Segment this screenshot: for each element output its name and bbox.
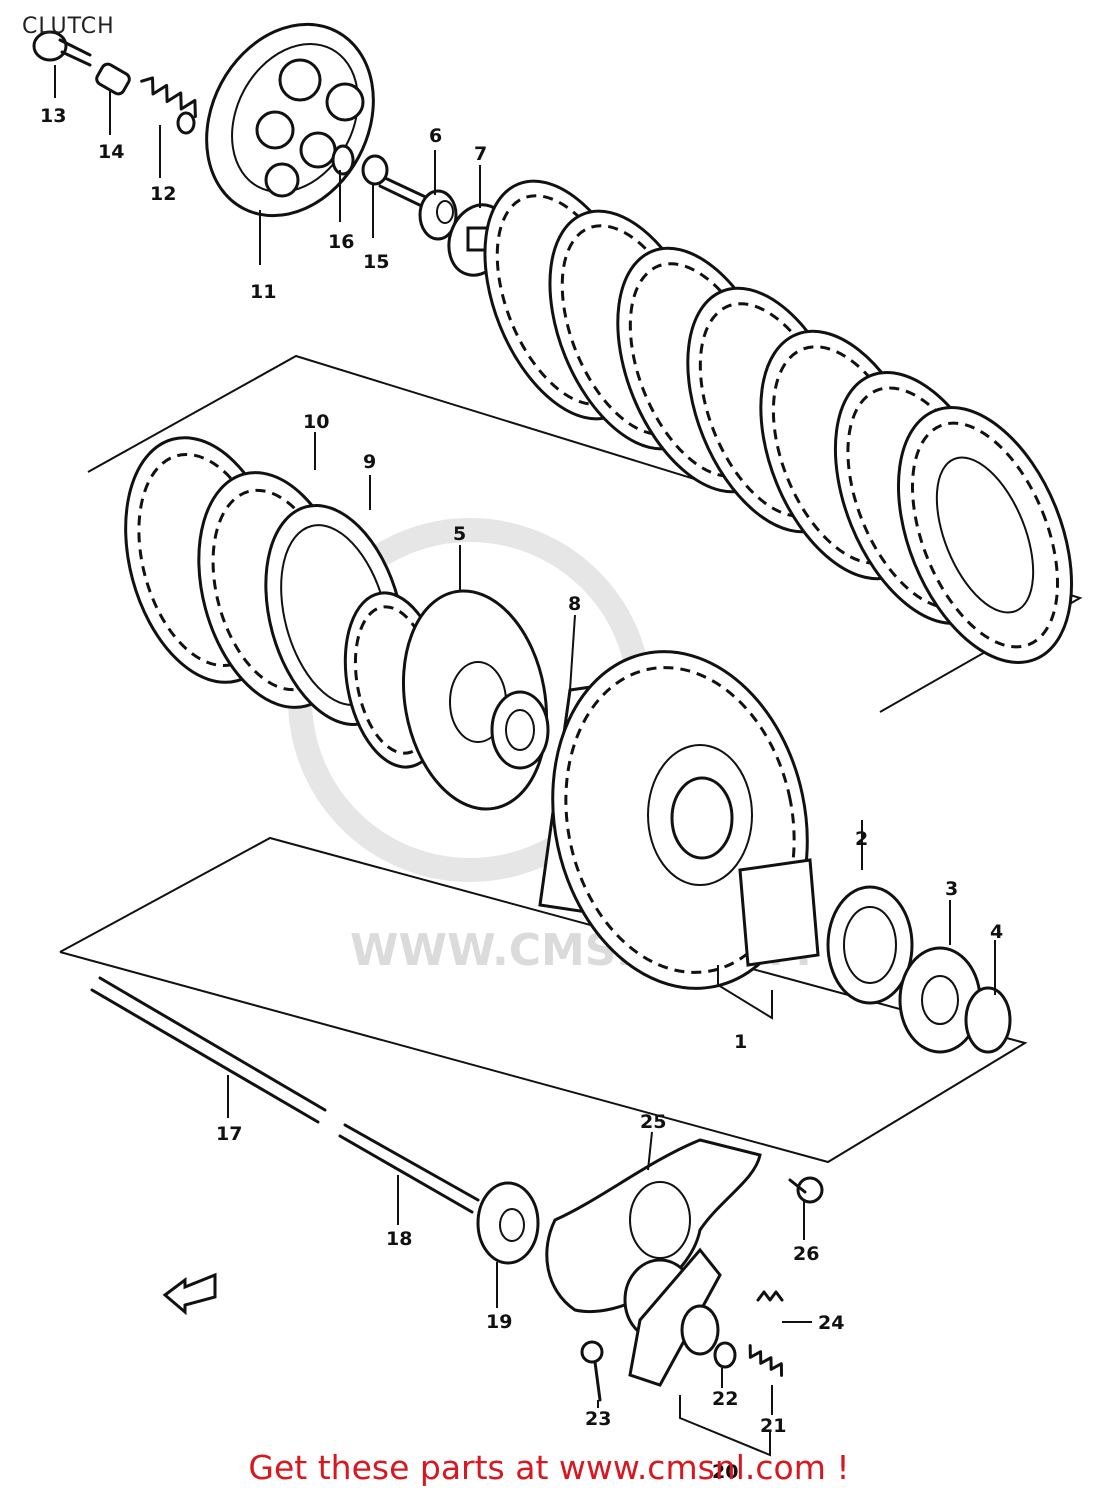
part-label-25: 25: [640, 1111, 666, 1133]
bearing-6[interactable]: [418, 189, 458, 241]
part-label-8: 8: [568, 593, 581, 615]
push-rod-17[interactable]: [90, 976, 327, 1124]
part-label-14: 14: [98, 141, 124, 163]
bolt-26[interactable]: [788, 1176, 824, 1204]
part-label-18: 18: [386, 1228, 412, 1250]
clutch-plates-frame: [87, 354, 1083, 713]
push-rod-18[interactable]: [338, 1123, 480, 1214]
part-label-17: 17: [216, 1123, 242, 1145]
clutch-housing-frame: [59, 836, 1028, 1164]
clutch-release-20[interactable]: [623, 1247, 722, 1387]
pin-14[interactable]: [95, 62, 132, 96]
needle-bearing-2[interactable]: [826, 885, 914, 1005]
part-label-20: 20: [712, 1461, 738, 1483]
clutch-plate-stack[interactable]: [453, 158, 1098, 688]
part-label-3: 3: [945, 878, 958, 900]
part-label-26: 26: [793, 1243, 819, 1265]
part-label-9: 9: [363, 451, 376, 473]
washer-22[interactable]: [713, 1341, 737, 1369]
part-label-1: 1: [734, 1031, 747, 1053]
part-label-10: 10: [303, 411, 329, 433]
spring-12[interactable]: [139, 74, 202, 135]
footer-link-text[interactable]: Get these parts at www.cmsnl.com !: [248, 1448, 850, 1487]
spring-21[interactable]: [745, 1344, 786, 1377]
front-arrow-icon: [162, 1272, 217, 1316]
part-label-19: 19: [486, 1311, 512, 1333]
assembly-frames: [59, 354, 1083, 1164]
part-label-13: 13: [40, 105, 66, 127]
part-label-7: 7: [474, 143, 487, 165]
oil-seal-19[interactable]: [476, 1181, 540, 1265]
clutch-housing-1[interactable]: [522, 628, 837, 1013]
part-label-6: 6: [429, 125, 442, 147]
leader-lines: [54, 65, 996, 1457]
part-label-5: 5: [453, 523, 466, 545]
part-label-24: 24: [818, 1312, 844, 1334]
part-label-2: 2: [855, 828, 868, 850]
part-label-16: 16: [328, 231, 354, 253]
part-label-4: 4: [990, 921, 1003, 943]
part-label-22: 22: [712, 1388, 738, 1410]
part-label-12: 12: [150, 183, 176, 205]
part-labels: 13 14 12 11 16 15 6 7 10 9 5 8 1 2 3 4 1…: [40, 105, 1003, 1483]
spacer-4[interactable]: [964, 986, 1012, 1054]
spring-24[interactable]: [756, 1290, 784, 1302]
part-label-23: 23: [585, 1408, 611, 1430]
part-label-15: 15: [363, 251, 389, 273]
part-label-21: 21: [760, 1415, 786, 1437]
thrust-washer-8[interactable]: [490, 690, 550, 770]
gasket-25[interactable]: [545, 1138, 762, 1313]
part-label-11: 11: [250, 281, 276, 303]
bolt-13[interactable]: [32, 30, 92, 67]
pressure-plate-11[interactable]: [174, 0, 406, 245]
nut-16[interactable]: [331, 144, 355, 176]
bolt-23[interactable]: [580, 1340, 604, 1402]
diagram-title: CLUTCH: [22, 14, 115, 39]
